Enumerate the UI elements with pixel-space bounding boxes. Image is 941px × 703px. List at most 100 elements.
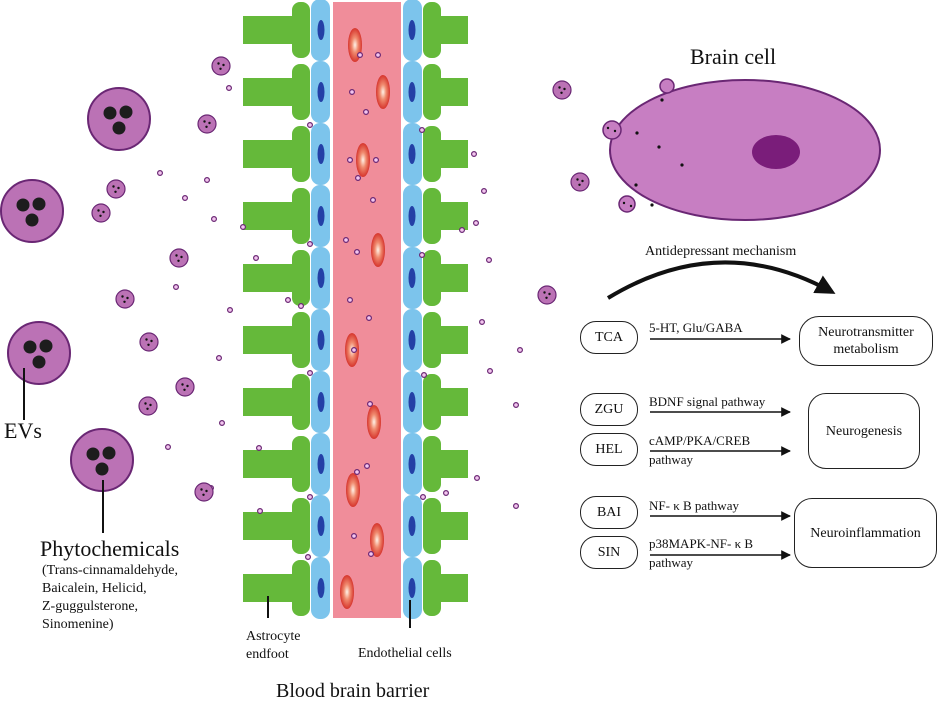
vesicle-cargo (560, 91, 563, 95)
small-vesicle (197, 114, 217, 134)
molecule-dot (487, 368, 494, 375)
molecule-dot (370, 197, 377, 204)
astrocyte-endfoot (292, 498, 310, 554)
large-evs (0, 87, 151, 492)
molecule-dot (182, 195, 189, 202)
ev-cargo (102, 446, 116, 460)
vesicle-cargo (208, 121, 211, 125)
astrocyte-endfoot (292, 126, 310, 182)
ev-cargo (103, 106, 117, 120)
molecule-dot (367, 401, 374, 408)
molecule-dot (474, 475, 481, 482)
compound-zgu: ZGU (580, 393, 638, 426)
molecule-dot (347, 297, 354, 304)
red-blood-cell (370, 523, 384, 557)
phytochemicals-list: (Trans-cinnamaldehyde, Baicalein, Helici… (42, 562, 178, 634)
extracellular-vesicle (7, 321, 71, 385)
vesicle-cargo (558, 86, 561, 89)
ev-cargo (32, 355, 46, 369)
astrocyte-endfoot (243, 388, 297, 416)
astrocyte-endfoot (436, 388, 468, 416)
molecule-dot (305, 553, 312, 560)
dispersed-molecules (157, 51, 523, 560)
evs-label: EVs (4, 418, 42, 443)
ev-cargo (119, 105, 133, 119)
vesicle-cargo (217, 62, 220, 65)
astrocyte-endfoot (292, 436, 310, 492)
small-vesicle (211, 56, 231, 76)
outcome-neurogenesis: Neurogenesis (808, 393, 920, 469)
small-vesicle (169, 248, 189, 268)
vesicle-cargo (121, 295, 124, 298)
molecule-dot (420, 494, 427, 501)
endothelial-nucleus (408, 578, 416, 598)
astrocyte-endfoot (243, 140, 297, 168)
astrocyte-endfoot (243, 512, 297, 540)
vesicle-cargo (205, 489, 208, 493)
vesicle-cargo (149, 403, 152, 407)
molecule-dot (443, 490, 450, 497)
compound-sin: SIN (580, 536, 638, 569)
molecule-dot (419, 126, 426, 133)
vesicle-cargo (145, 338, 148, 341)
bbb-label: Blood brain barrier (276, 680, 430, 702)
small-vesicle (194, 482, 214, 502)
antidepressant-arrow (606, 260, 836, 300)
small-vesicle (115, 289, 135, 309)
endothelial-nucleus (317, 20, 325, 40)
vesicle-cargo (123, 300, 126, 303)
ev-cargo (95, 462, 109, 476)
brain-cell-nucleus (752, 135, 800, 169)
astrocyte-endfoot (436, 264, 468, 292)
astrocyte-endfoot (436, 512, 468, 540)
antidepressant-label: Antidepressant mechanism (645, 244, 797, 259)
molecule-dot (364, 463, 371, 470)
vesicle-cargo (117, 186, 120, 190)
ev-cargo (32, 197, 46, 211)
molecule-dot (516, 347, 523, 354)
red-blood-cell (356, 143, 370, 177)
molecule-dot (226, 84, 233, 91)
molecule-dot (351, 532, 358, 539)
molecule-dot (285, 297, 292, 304)
astrocyte-endfoot (243, 264, 297, 292)
vesicle-cargo (177, 259, 180, 262)
vesicle-cargo (581, 179, 584, 183)
molecule-dot (355, 175, 362, 182)
vesicle-cargo (147, 343, 150, 346)
endothelial-nucleus (408, 206, 416, 226)
small-vesicle (537, 285, 557, 305)
brain-cell-shape (602, 78, 881, 221)
astrocyte-endfoot (436, 140, 468, 168)
small-vesicle (106, 179, 126, 199)
ev-cargo (86, 447, 100, 461)
endothelial-nucleus (408, 516, 416, 536)
vesicle-cargo (102, 210, 105, 214)
compound-bai: BAI (580, 496, 638, 529)
endothelial-nucleus (317, 516, 325, 536)
phyto-line: Baicalein, Helicid, (42, 581, 147, 596)
red-blood-cell (340, 575, 354, 609)
blood-brain-barrier-wall (243, 0, 468, 619)
vesicle-cargo (144, 402, 147, 405)
vesicle-cargo (200, 488, 203, 491)
endothelial-nucleus (317, 578, 325, 598)
molecule-dot (298, 303, 305, 310)
red-blood-cell (346, 473, 360, 507)
astrocyte-endfoot (292, 64, 310, 120)
astrocyte-endfoot (243, 78, 297, 106)
molecule-dot (307, 241, 314, 248)
molecule-dot (473, 220, 480, 227)
molecule-dot (157, 170, 164, 177)
phyto-line: (Trans-cinnamaldehyde, (42, 563, 178, 578)
small-vesicle (552, 80, 572, 100)
molecule-dot (471, 151, 478, 158)
endothelial-label: Endothelial cells (358, 646, 452, 661)
vesicle-cargo (186, 384, 189, 388)
vesicle-cargo (203, 120, 206, 123)
endothelial-nucleus (408, 330, 416, 350)
small-vesicle (91, 203, 111, 223)
molecule-dot (479, 319, 486, 326)
endothelial-nucleus (408, 144, 416, 164)
